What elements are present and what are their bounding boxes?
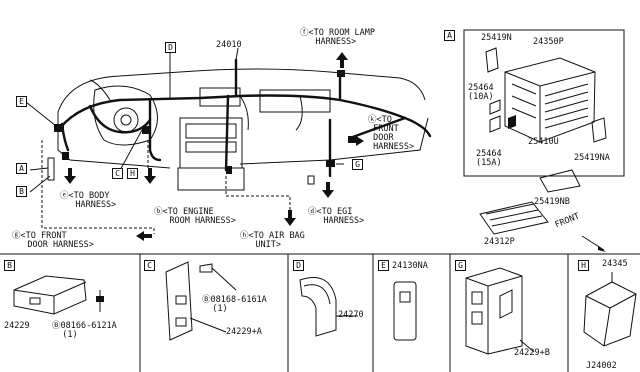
detail-g-drawing — [465, 267, 535, 355]
detail-b-drawing — [13, 275, 104, 315]
label-24010: 24010 — [216, 40, 242, 50]
ref-box-d: D — [165, 42, 176, 53]
ref-box-c: C — [112, 168, 123, 179]
label-24350P: 24350P — [533, 37, 564, 47]
label-24312P: 24312P — [484, 237, 515, 247]
callout-body-harness: ⓔ<TO BODY HARNESS> — [60, 191, 117, 210]
diagram-code: J24002 — [586, 361, 617, 371]
ref-box-b: B — [16, 186, 27, 197]
callout-engine-room: ⓑ<TO ENGINE ROOM HARNESS> — [154, 207, 236, 226]
detail-e-drawing — [393, 281, 417, 341]
label-bolt-08166: Ⓑ08166-6121A (1) — [52, 321, 117, 340]
label-24130NA: 24130NA — [392, 261, 428, 271]
callout-front-door: ⓚ<TO FRONT DOOR HARNESS> — [368, 115, 415, 152]
label-24270: 24270 — [338, 310, 364, 320]
detail-d-box: D — [293, 260, 304, 271]
detail-h-drawing — [583, 272, 637, 347]
ref-box-a: A — [16, 163, 27, 174]
detail-c-drawing — [165, 261, 237, 341]
label-25419NB: 25419NB — [534, 197, 570, 207]
label-24345: 24345 — [602, 259, 628, 269]
label-25419N: 25419N — [481, 33, 512, 43]
ref-box-e: E — [16, 96, 27, 107]
label-bolt-08168: Ⓑ08168-6161A (1) — [202, 295, 267, 314]
label-24229-a: 24229+A — [226, 327, 262, 337]
fuse-block-drawing — [479, 47, 607, 252]
detail-a-frame — [463, 29, 625, 177]
callout-egi: ⓓ<TO EGI HARNESS> — [308, 207, 365, 226]
ref-box-g: G — [352, 159, 363, 170]
callout-room-lamp: ⓕ<TO ROOM LAMP HARNESS> — [300, 28, 376, 47]
detail-h-box: H — [578, 260, 589, 271]
detail-b-box: B — [4, 260, 15, 271]
label-25464-10a: 25464 (10A) — [468, 83, 494, 102]
ref-box-h: H — [127, 168, 138, 179]
detail-d-drawing — [299, 277, 358, 337]
detail-e-box: E — [378, 260, 389, 271]
leaders — [25, 47, 344, 234]
detail-a-box: A — [444, 30, 455, 41]
label-24229: 24229 — [4, 321, 30, 331]
label-25419NA: 25419NA — [574, 153, 610, 163]
detail-c-box: C — [144, 260, 155, 271]
connectors — [47, 70, 356, 185]
arrows — [64, 52, 364, 241]
detail-g-box: G — [455, 260, 466, 271]
callout-front-door-harness: ⓖ<TO FRONT DOOR HARNESS> — [12, 231, 94, 250]
label-25464-15a: 25464 (15A) — [476, 149, 502, 168]
callout-air-bag: ⓗ<TO AIR BAG UNIT> — [240, 231, 305, 250]
label-24229-b: 24229+B — [514, 348, 550, 358]
label-25410U: 25410U — [528, 137, 559, 147]
